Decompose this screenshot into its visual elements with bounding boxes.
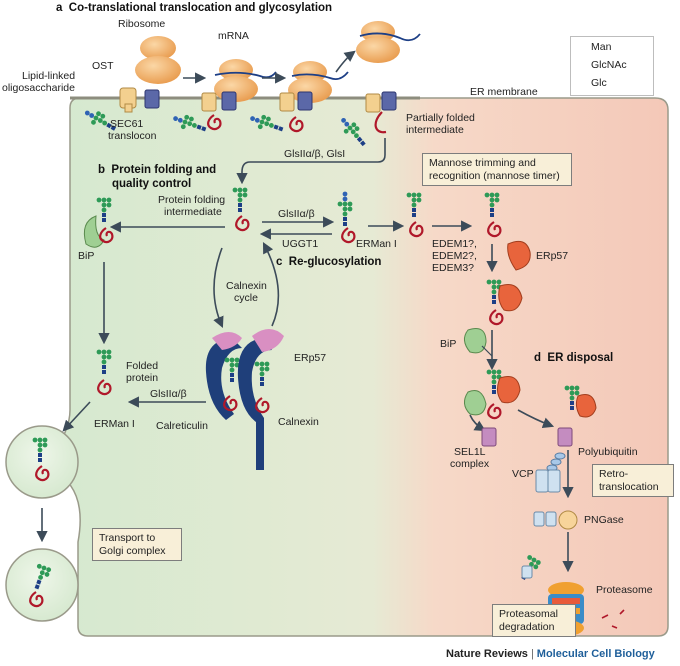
label-sec61: SEC61 xyxy=(110,118,144,130)
retrotranslocon xyxy=(557,427,573,447)
label-er-membrane: ER membrane xyxy=(470,86,538,98)
note-golgi-transport: Transport to Golgi complex xyxy=(92,528,182,561)
label-calnexin-cycle: Calnexin xyxy=(226,280,267,292)
sec61-translocon xyxy=(381,91,397,111)
legend-item-glc: Glc xyxy=(577,77,607,89)
label-intermediate: intermediate xyxy=(406,124,464,136)
label-erman-mid: ERMan I xyxy=(356,238,397,250)
label-translocon: translocon xyxy=(108,130,157,142)
panel-b-title-line2: quality control xyxy=(112,178,192,190)
label-polyubiquitin: Polyubiquitin xyxy=(578,446,638,458)
label-pngase: PNGase xyxy=(584,514,624,526)
ost-complex xyxy=(119,87,137,113)
journal-name: Nature Reviews xyxy=(446,648,528,660)
sel1l-complex xyxy=(481,427,497,447)
label-bip-right: BiP xyxy=(440,338,457,350)
label-sel1l: SEL1L xyxy=(454,446,486,458)
sec61-translocon xyxy=(144,89,160,109)
label-glsii-top: GlsIIα/β xyxy=(278,208,315,220)
label-protein: protein xyxy=(126,372,159,384)
pngase-enzyme xyxy=(558,510,578,530)
journal-credit: Nature Reviews|Molecular Cell Biology xyxy=(446,648,655,660)
label-mrna: mRNA xyxy=(218,30,249,42)
ost-complex xyxy=(365,93,381,113)
panel-b-title: b Protein folding and xyxy=(98,164,217,176)
label-folding-intermediate: intermediate xyxy=(164,206,222,218)
legend-label-glcnac: GlcNAc xyxy=(591,59,627,71)
label-erman-bottom: ERMan I xyxy=(94,418,135,430)
label-proteasome: Proteasome xyxy=(596,584,653,596)
label-calnexin: Calnexin xyxy=(278,416,319,428)
label-erp57-right: ERp57 xyxy=(536,250,569,262)
calreticulin-chaperone xyxy=(205,332,242,420)
label-uggt1: UGGT1 xyxy=(282,238,319,250)
label-calreticulin: Calreticulin xyxy=(156,420,208,432)
ost-complex xyxy=(201,92,217,112)
legend-label-glc: Glc xyxy=(591,77,607,89)
ribosome-1 xyxy=(135,36,181,84)
cytosolic-ubiquitin xyxy=(533,511,557,527)
ost-complex xyxy=(279,92,295,112)
bip-left xyxy=(83,215,105,248)
label-erp57-mid: ERp57 xyxy=(294,352,327,364)
label-ribosome: Ribosome xyxy=(118,18,166,30)
label-oligosaccharide: oligosaccharide xyxy=(2,82,75,94)
label-folded: Folded xyxy=(126,360,159,372)
label-protein-folding: Protein folding xyxy=(158,194,226,206)
sec61-translocon xyxy=(297,91,313,111)
journal-subtitle: Molecular Cell Biology xyxy=(536,648,655,660)
label-partially-folded: Partially folded xyxy=(406,112,475,124)
panel-a-title: a Co-translational translocation and gly… xyxy=(56,2,333,14)
calnexin-chaperone xyxy=(237,329,284,470)
mrna-strand xyxy=(214,71,277,79)
label-ost: OST xyxy=(92,60,114,72)
mrna-strand xyxy=(291,71,349,81)
label-glsii-glsi: GlsIIα/β, GlsI xyxy=(284,148,346,160)
er-exit-vesicle xyxy=(5,425,79,499)
erp57-right xyxy=(507,240,531,271)
mrna-strand xyxy=(359,32,421,42)
label-edem2: EDEM2?, xyxy=(432,250,477,262)
legend-item-glcnac: GlcNAc xyxy=(577,59,627,71)
note-retrotranslocation: Retro- translocation xyxy=(592,464,674,497)
panel-c-title: c Re-glucosylation xyxy=(276,256,382,268)
golgi-transport-vesicle xyxy=(5,548,79,622)
ribosome-4 xyxy=(356,21,400,63)
note-mannose-timer: Mannose trimming and recognition (mannos… xyxy=(422,153,572,186)
label-edem1: EDEM1?, xyxy=(432,238,477,250)
peptide-fragments xyxy=(601,609,625,629)
panel-d-title: d ER disposal xyxy=(534,352,614,364)
label-bip-left: BiP xyxy=(78,250,95,262)
credit-separator: | xyxy=(530,648,534,660)
vcp-complex xyxy=(535,469,561,493)
sec61-translocon xyxy=(221,91,237,111)
label-cycle: cycle xyxy=(234,292,258,304)
label-glsii-bottom: GlsIIα/β xyxy=(150,388,187,400)
label-edem3: EDEM3? xyxy=(432,262,475,274)
glycan-legend: Man GlcNAc Glc xyxy=(570,36,654,96)
label-complex: complex xyxy=(450,458,490,470)
label-lipid-linked: Lipid-linked xyxy=(22,70,76,82)
legend-label-man: Man xyxy=(591,41,612,53)
note-proteasomal-degradation: Proteasomal degradation xyxy=(492,604,576,637)
bip-right xyxy=(464,328,487,354)
legend-item-man: Man xyxy=(577,41,611,53)
label-vcp: VCP xyxy=(512,468,534,480)
